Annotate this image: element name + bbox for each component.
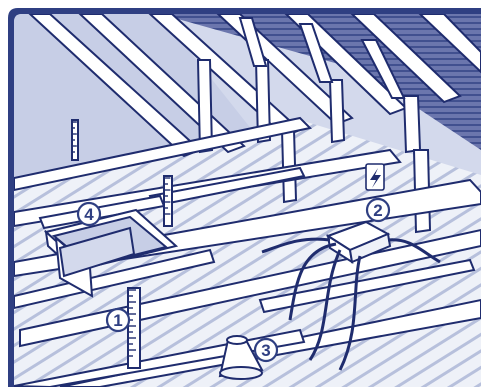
callout-number: 2 [373,201,382,220]
lightning-bolt-icon [366,164,384,190]
truss-member-3 [330,80,344,142]
callout-4: 4 [78,203,100,225]
callout-2: 2 [367,199,389,221]
callout-number: 4 [84,205,94,224]
callout-number: 1 [113,311,122,330]
callout-3: 3 [255,339,277,361]
callout-number: 3 [261,341,270,360]
callout-1: 1 [107,309,129,331]
truss-member-4 [404,96,420,152]
